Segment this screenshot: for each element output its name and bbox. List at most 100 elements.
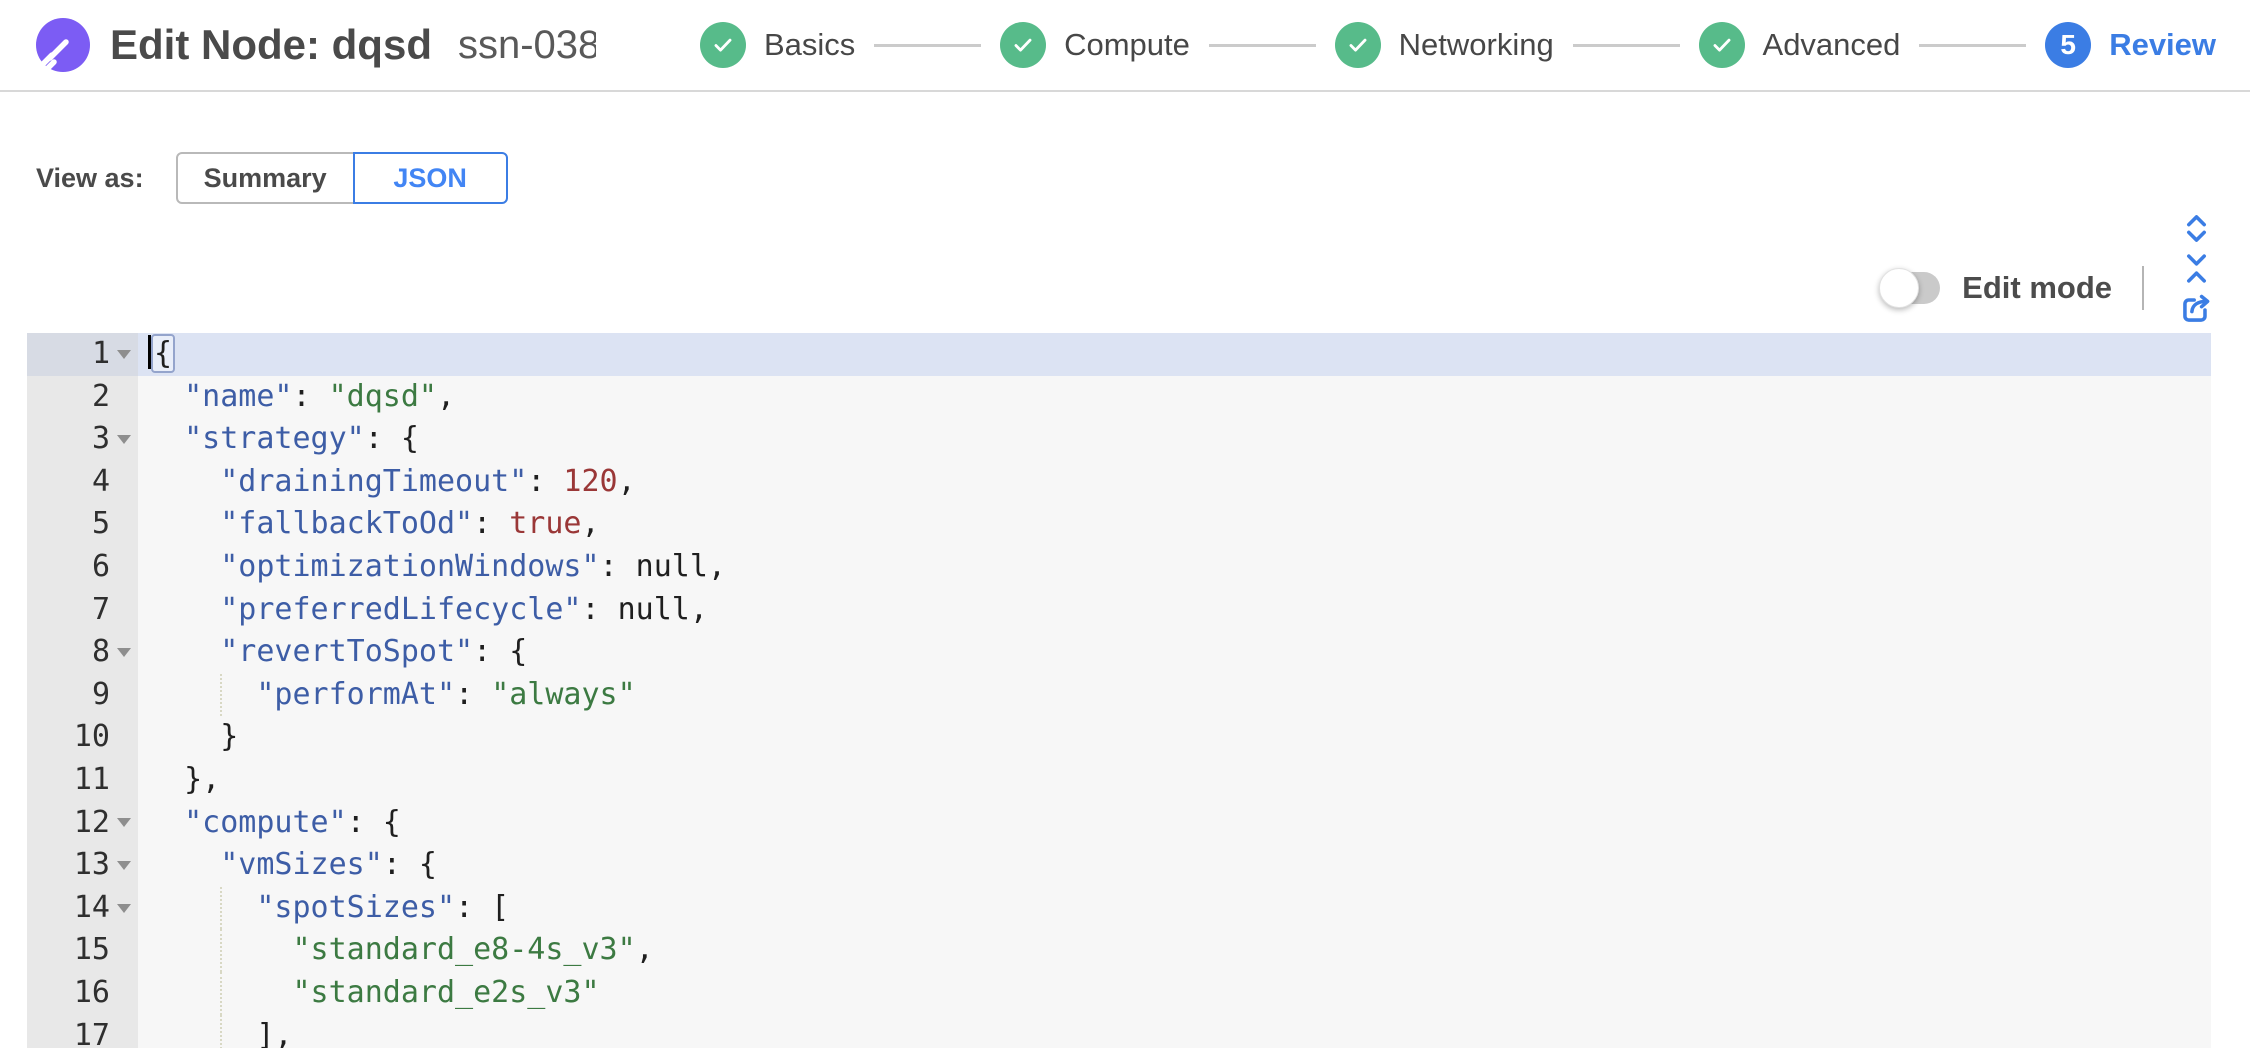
code-line[interactable]: "standard_e8-4s_v3",: [138, 929, 2211, 972]
indent-guide: [220, 971, 223, 1015]
step-done-circle: [1698, 22, 1745, 68]
editor-toolbar: Edit mode: [1879, 214, 2216, 362]
line-number: 9: [91, 676, 110, 712]
line-number-gutter: 4: [27, 460, 138, 504]
code-line-row: 17 ],: [27, 1014, 2211, 1048]
line-number: 11: [73, 761, 110, 797]
step-advanced[interactable]: Advanced: [1698, 22, 1901, 68]
step-label: Advanced: [1762, 27, 1901, 62]
line-number-gutter: 10: [27, 716, 138, 759]
code-line-row: 2 "name": "dqsd",: [27, 375, 2211, 419]
line-number: 16: [73, 974, 110, 1010]
code-line[interactable]: "optimizationWindows": null,: [220, 548, 726, 584]
code-line[interactable]: "performAt": "always": [138, 673, 2211, 717]
code-line[interactable]: "preferredLifecycle": null,: [220, 591, 708, 627]
code-line-row: 5 "fallbackToOd": true,: [27, 503, 2211, 546]
fold-toggle-icon[interactable]: [110, 903, 138, 913]
code-line-row: 3 "strategy": {: [27, 418, 2211, 461]
code-line[interactable]: "drainingTimeout": 120,: [220, 463, 636, 499]
line-number-gutter: 14: [27, 886, 138, 930]
step-connector: [1208, 43, 1316, 47]
view-as-option-summary[interactable]: Summary: [175, 152, 355, 204]
view-as-option-json[interactable]: JSON: [352, 152, 508, 204]
line-number: 17: [73, 1017, 110, 1048]
line-number-gutter: 12: [27, 801, 138, 845]
fold-toggle-icon[interactable]: [110, 349, 138, 359]
line-number-gutter: 9: [27, 673, 138, 717]
view-as-label: View as:: [36, 162, 144, 193]
code-line[interactable]: "strategy": {: [184, 421, 419, 457]
code-line-row: 1{: [27, 333, 2211, 376]
line-number: 12: [73, 804, 110, 840]
code-line-row: 9 "performAt": "always": [27, 673, 2211, 717]
line-number-gutter: 13: [27, 844, 138, 887]
code-line-row: 14 "spotSizes": [: [27, 886, 2211, 930]
fold-toggle-icon[interactable]: [110, 860, 138, 870]
page-title: Edit Node: dqsd: [110, 21, 432, 68]
line-number: 2: [91, 378, 110, 414]
code-line-row: 10 }: [27, 716, 2211, 759]
code-line[interactable]: "name": "dqsd",: [184, 378, 456, 414]
line-number-gutter: 16: [27, 971, 138, 1015]
line-number-gutter: 5: [27, 503, 138, 546]
code-line-row: 12 "compute": {: [27, 801, 2211, 845]
line-number: 5: [91, 506, 110, 542]
step-number-circle: 5: [2045, 22, 2092, 68]
line-number: 3: [91, 421, 110, 457]
step-label: Networking: [1398, 27, 1554, 62]
line-number: 1: [91, 336, 110, 371]
code-line[interactable]: },: [184, 761, 221, 797]
fold-toggle-icon[interactable]: [110, 647, 138, 657]
fold-toggle-icon[interactable]: [110, 818, 138, 828]
line-number-gutter: 8: [27, 631, 138, 674]
collapse-rows-icon[interactable]: [2176, 248, 2216, 288]
line-number-gutter: 11: [27, 758, 138, 802]
line-number-gutter: 3: [27, 418, 138, 461]
code-line[interactable]: "spotSizes": [: [138, 886, 2211, 930]
edit-mode-label: Edit mode: [1962, 270, 2112, 305]
indent-guide: [220, 673, 223, 717]
step-label: Review: [2109, 27, 2217, 62]
code-line[interactable]: "fallbackToOd": true,: [220, 506, 600, 542]
check-icon: [1014, 38, 1032, 52]
export-icon[interactable]: [2176, 288, 2216, 328]
step-connector: [874, 43, 982, 47]
step-basics[interactable]: Basics: [700, 22, 855, 68]
step-done-circle: [1000, 22, 1047, 68]
step-done-circle: [1334, 22, 1381, 68]
line-number: 6: [91, 548, 110, 584]
fold-toggle-icon[interactable]: [110, 434, 138, 444]
code-line[interactable]: "compute": {: [184, 804, 401, 840]
code-line[interactable]: "vmSizes": {: [220, 847, 437, 883]
expand-rows-icon[interactable]: [2176, 208, 2216, 248]
line-number: 14: [73, 889, 110, 925]
text-cursor: [148, 335, 151, 369]
line-number-gutter: 2: [27, 375, 138, 419]
code-line[interactable]: ],: [138, 1014, 2211, 1048]
code-line-row: 7 "preferredLifecycle": null,: [27, 588, 2211, 632]
line-number: 10: [73, 719, 110, 755]
code-line-row: 16 "standard_e2s_v3": [27, 971, 2211, 1015]
code-line-row: 11 },: [27, 758, 2211, 802]
code-line[interactable]: }: [220, 719, 239, 755]
edit-mode-toggle[interactable]: [1879, 268, 1941, 308]
code-line-row: 6 "optimizationWindows": null,: [27, 545, 2211, 589]
step-networking[interactable]: Networking: [1334, 22, 1554, 68]
code-line-row: 15 "standard_e8-4s_v3",: [27, 929, 2211, 972]
code-line-row: 4 "drainingTimeout": 120,: [27, 460, 2211, 504]
step-connector: [1919, 43, 2027, 47]
line-number: 4: [91, 463, 110, 499]
code-line[interactable]: {: [138, 333, 2211, 376]
step-review[interactable]: 5 Review: [2045, 22, 2216, 68]
spot-logo-icon: [34, 18, 90, 73]
code-line[interactable]: "standard_e2s_v3": [138, 971, 2211, 1015]
step-compute[interactable]: Compute: [1000, 22, 1190, 68]
toggle-knob-icon: [1879, 268, 1920, 308]
code-line[interactable]: "revertToSpot": {: [220, 634, 528, 670]
json-editor[interactable]: 1{2 "name": "dqsd",3 "strategy": {4 "dra…: [27, 333, 2211, 1048]
code-line-row: 8 "revertToSpot": {: [27, 631, 2211, 674]
check-icon: [714, 38, 732, 52]
line-number-gutter: 15: [27, 929, 138, 972]
